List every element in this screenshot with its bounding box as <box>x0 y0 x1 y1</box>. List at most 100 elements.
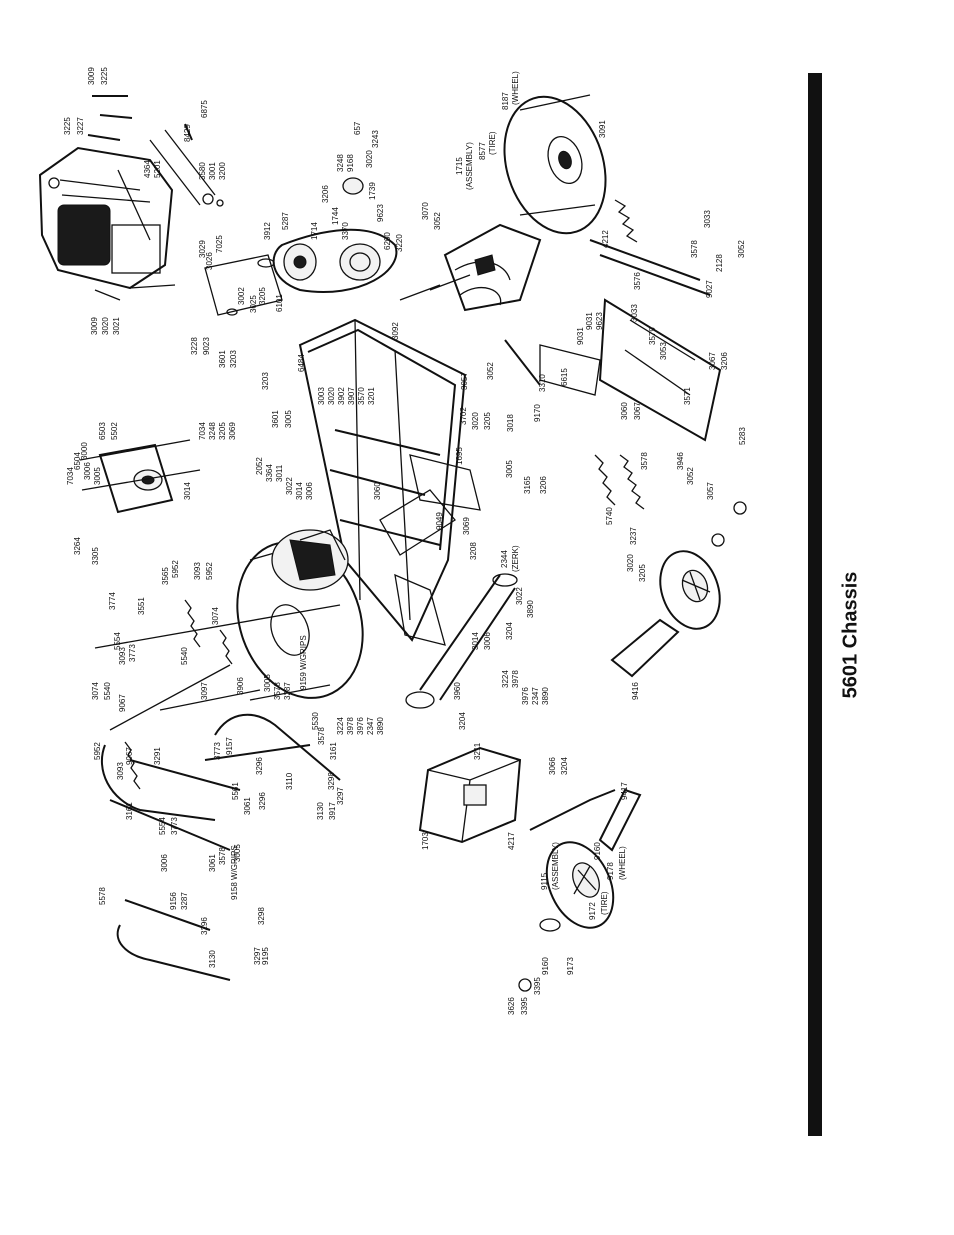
part-label: 3211 <box>473 742 482 760</box>
part-label: 9168 <box>346 154 355 172</box>
part-label: 9623 <box>595 312 604 330</box>
part-label: 9158 W/GRIPS <box>230 845 239 900</box>
part-label: 5283 <box>738 427 747 445</box>
engine-assembly <box>38 129 216 301</box>
part-label: 9157 <box>225 737 234 755</box>
part-label: 1714 <box>310 222 319 240</box>
part-label: 3205 <box>483 412 492 430</box>
part-label: 3976 <box>356 717 365 735</box>
part-label: 3917 <box>328 802 337 820</box>
part-label: 9170 <box>533 404 542 422</box>
page-title: 5601 Chassis <box>839 571 862 699</box>
part-label: 3005 <box>505 460 514 478</box>
part-label: 3009 <box>90 317 99 335</box>
part-label: 3022 <box>285 477 294 495</box>
part-label: 3093 <box>118 647 127 665</box>
part-label: 3978 <box>346 717 355 735</box>
part-label: 1703 <box>421 832 430 850</box>
part-label: (ZERK) <box>511 545 520 572</box>
part-label: 9049 <box>435 512 444 530</box>
part-label: 4217 <box>507 832 516 850</box>
part-label: 3006 <box>305 482 314 500</box>
part-label: 3773 <box>170 817 179 835</box>
part-label: 3601 <box>271 410 280 428</box>
part-label: (ASSEMBLY) <box>465 142 474 190</box>
part-label: 9156 <box>169 892 178 910</box>
part-label: 3161 <box>329 742 338 760</box>
part-label: 3020 <box>327 387 336 405</box>
steering-spring <box>594 199 645 510</box>
part-label: (WHEEL) <box>511 71 520 105</box>
part-label: 3907 <box>347 387 356 405</box>
handlebar-left <box>100 744 241 981</box>
part-label: 9160 <box>593 842 602 860</box>
part-label: 3052 <box>737 240 746 258</box>
part-label: 3033 <box>630 304 639 322</box>
part-label: 3248 <box>336 154 345 172</box>
part-label: 3200 <box>218 162 227 180</box>
part-label: 3224 <box>501 670 510 688</box>
part-label: 3227 <box>76 117 85 135</box>
part-label: (TIRE) <box>600 891 609 915</box>
rear-wheel-right <box>503 94 607 235</box>
engine-bolts <box>87 95 224 207</box>
part-label: 3576 <box>633 272 642 290</box>
part-label: 3203 <box>261 372 270 390</box>
part-label: 3946 <box>676 452 685 470</box>
part-label: 3297 <box>253 947 262 965</box>
part-label: 9416 <box>631 682 640 700</box>
part-label: 5201 <box>153 160 162 178</box>
part-label: 3018 <box>506 414 515 432</box>
part-label: 3005 <box>93 467 102 485</box>
part-label: 3005 <box>284 410 293 428</box>
part-label: 3220 <box>395 234 404 252</box>
part-label: 3069 <box>228 422 237 440</box>
part-label: 9023 <box>202 337 211 355</box>
part-label: 3248 <box>208 422 217 440</box>
part-label: 5530 <box>311 712 320 730</box>
part-label: (TIRE) <box>488 131 497 155</box>
part-label: 3702 <box>459 407 468 425</box>
part-label: 3204 <box>560 757 569 775</box>
part-label: 3069 <box>462 517 471 535</box>
part-label: 1695 <box>455 447 464 465</box>
part-label: 1739 <box>368 182 377 200</box>
part-label: 3000 <box>80 442 89 460</box>
part-label: 3057 <box>460 372 469 390</box>
part-label: 6615 <box>560 368 569 386</box>
part-label: 2347 <box>531 687 540 705</box>
part-label: 3201 <box>367 387 376 405</box>
part-label: 3395 <box>533 977 542 995</box>
part-label: 3206 <box>720 352 729 370</box>
part-label: 9417 <box>620 782 629 800</box>
part-label: 5578 <box>98 887 107 905</box>
part-label: 3020 <box>471 412 480 430</box>
part-label: 3026 <box>205 252 214 270</box>
part-label: 6875 <box>200 100 209 118</box>
part-label: 9115 <box>540 872 549 890</box>
part-label: 3067 <box>633 402 642 420</box>
gearbox <box>79 439 201 514</box>
part-label: 3206 <box>539 476 548 494</box>
part-label: 3296 <box>200 917 209 935</box>
part-label: 3578 <box>690 240 699 258</box>
part-label: 3902 <box>337 387 346 405</box>
part-label: 3033 <box>703 210 712 228</box>
part-label: 3976 <box>521 687 530 705</box>
part-label: 6101 <box>275 294 284 312</box>
part-label: 9159 W/GRIPS <box>299 635 308 690</box>
part-label: 5287 <box>281 212 290 230</box>
part-label: 5561 <box>231 782 240 800</box>
part-label: 3009 <box>87 67 96 85</box>
part-label: 3204 <box>505 622 514 640</box>
part-label: 3225 <box>100 67 109 85</box>
part-label: 3029 <box>198 240 207 258</box>
part-label: 3578 <box>273 682 282 700</box>
part-label: 3020 <box>101 317 110 335</box>
part-label: 3890 <box>526 600 535 618</box>
part-label: 3297 <box>336 787 345 805</box>
part-label: 4212 <box>601 230 610 248</box>
part-label: 3070 <box>421 202 430 220</box>
part-label: 3205 <box>258 287 267 305</box>
